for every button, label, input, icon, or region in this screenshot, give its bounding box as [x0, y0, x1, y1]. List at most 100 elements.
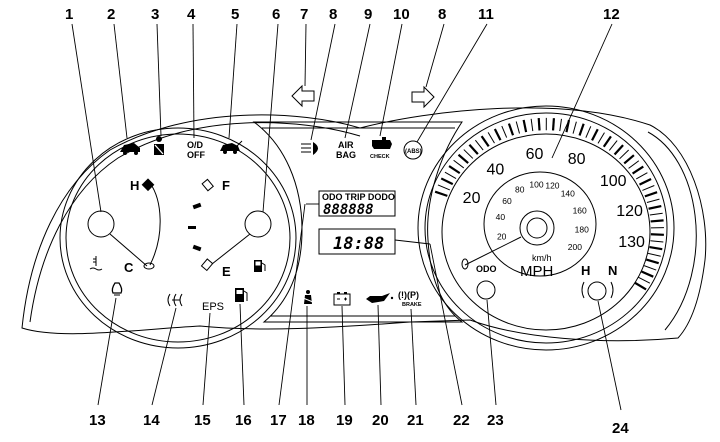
- callout-12: 12: [603, 6, 620, 23]
- callout-18: 18: [298, 412, 315, 429]
- speedometer-tick: [468, 143, 479, 155]
- speedometer-tick: [440, 177, 454, 186]
- callout-3: 3: [151, 6, 159, 23]
- eps-label: EPS: [202, 301, 224, 313]
- left-gauge-cluster: H C F E: [59, 127, 297, 349]
- speedometer-tick: [649, 245, 663, 251]
- callout-22: 22: [453, 412, 470, 429]
- callout-numbers: 1 2 3 4 5 6 7 8 9 10 8 11 12 13 14 15 16…: [65, 6, 629, 437]
- fuel-gauge-hub: [244, 210, 272, 238]
- callout-13: 13: [89, 412, 106, 429]
- mph-tick-label: 40: [487, 162, 505, 179]
- speedometer-tick: [493, 128, 502, 141]
- speedometer-tick: [648, 205, 662, 210]
- kmh-tick-label: 100: [529, 179, 543, 189]
- odo-trip-button[interactable]: [476, 280, 496, 300]
- speedometer-tick: [608, 140, 618, 151]
- speedometer-tick: [515, 121, 520, 134]
- kmh-tick-label: 80: [515, 184, 525, 194]
- oil-pressure-icon: [366, 293, 394, 303]
- speedometer-tick: [448, 165, 461, 175]
- speedometer-tick: [572, 121, 577, 134]
- speedometer-tick: [507, 123, 515, 136]
- speedometer-tick: [650, 233, 664, 236]
- speedometer-tick: [457, 153, 469, 164]
- trip-reset-knob[interactable]: [587, 281, 607, 301]
- fuel-gauge: F E: [188, 178, 272, 279]
- mph-unit-label: MPH: [520, 263, 553, 280]
- callout-21: 21: [407, 412, 424, 429]
- speedometer-needle: [464, 236, 522, 266]
- speedometer-tick: [631, 165, 644, 175]
- lcd-displays: ODO TRIP DODO 888888 18:88: [318, 190, 396, 255]
- speedometer-tick: [597, 132, 605, 144]
- speedometer-tick: [602, 135, 612, 148]
- mph-tick-label: 120: [616, 203, 643, 220]
- speedometer-tick: [537, 118, 541, 131]
- callout-15: 15: [194, 412, 211, 429]
- speedometer-tick: [585, 126, 592, 138]
- brake-label: BRAKE: [402, 302, 422, 308]
- speedometer-tick: [645, 258, 660, 265]
- mph-tick-label: 100: [600, 173, 627, 190]
- callout-8-right: 8: [438, 6, 446, 23]
- battery-charge-icon: [333, 292, 351, 306]
- speedometer-tick: [613, 144, 624, 156]
- callout-20: 20: [372, 412, 389, 429]
- kmh-tick-label: 20: [497, 231, 507, 241]
- speedometer-tick: [643, 265, 657, 271]
- callout-9: 9: [364, 6, 372, 23]
- clock-readout: 18:88: [333, 234, 384, 254]
- left-turn-signal-icon: [291, 84, 315, 108]
- callout-6: 6: [272, 6, 280, 23]
- kmh-tick-label: 160: [573, 205, 587, 215]
- fuel-full-label: F: [222, 178, 230, 193]
- oil-level-icon: [111, 282, 123, 296]
- kmh-tick-label: 60: [502, 196, 512, 206]
- overdrive-off-line1: O/D: [187, 140, 204, 150]
- abs-label: (ABS): [405, 149, 422, 155]
- speedometer-tick: [649, 212, 663, 216]
- trunk-open-icon: [220, 140, 243, 154]
- cluster-housing: [21, 107, 707, 342]
- speedometer-tick: [641, 270, 654, 278]
- callout-23: 23: [487, 412, 504, 429]
- airbag-line2: BAG: [336, 150, 356, 160]
- speedometer-tick: [642, 185, 655, 191]
- callout-2: 2: [107, 6, 115, 23]
- shift-h-label: H: [581, 263, 590, 278]
- speedometer-tick: [463, 149, 474, 159]
- callout-17: 17: [270, 412, 287, 429]
- speedometer-tick: [639, 177, 652, 186]
- callout-11: 11: [478, 6, 494, 23]
- speedometer-tick: [638, 276, 651, 284]
- callout-14: 14: [143, 412, 160, 429]
- shift-n-label: N: [608, 263, 617, 278]
- speedometer-tick: [487, 132, 495, 144]
- speedometer-tick: [522, 119, 528, 133]
- speedometer-tick: [646, 198, 660, 203]
- callout-1: 1: [65, 6, 73, 23]
- temp-hot-label: H: [130, 178, 139, 193]
- overdrive-off-line2: OFF: [187, 150, 205, 160]
- mph-tick-label: 20: [463, 190, 481, 207]
- speedometer-tick: [530, 118, 534, 132]
- speedometer-tick: [474, 139, 484, 151]
- speedometer-tick: [647, 252, 661, 257]
- kmh-tick-label: 120: [545, 180, 559, 190]
- speedometer-tick: [551, 118, 556, 131]
- callout-10: 10: [393, 6, 410, 23]
- speedometer-tick: [444, 171, 457, 179]
- kmh-tick-label: 40: [496, 212, 506, 222]
- fuel-needle: [211, 233, 251, 265]
- center-panel: [252, 121, 464, 323]
- low-fuel-icon: [235, 288, 248, 302]
- speedometer-tick: [650, 219, 664, 223]
- speedometer-tick: [634, 281, 647, 291]
- callout-16: 16: [235, 412, 252, 429]
- seat-belt-reminder-icon: [302, 290, 314, 304]
- fuel-pump-icon: [254, 260, 266, 272]
